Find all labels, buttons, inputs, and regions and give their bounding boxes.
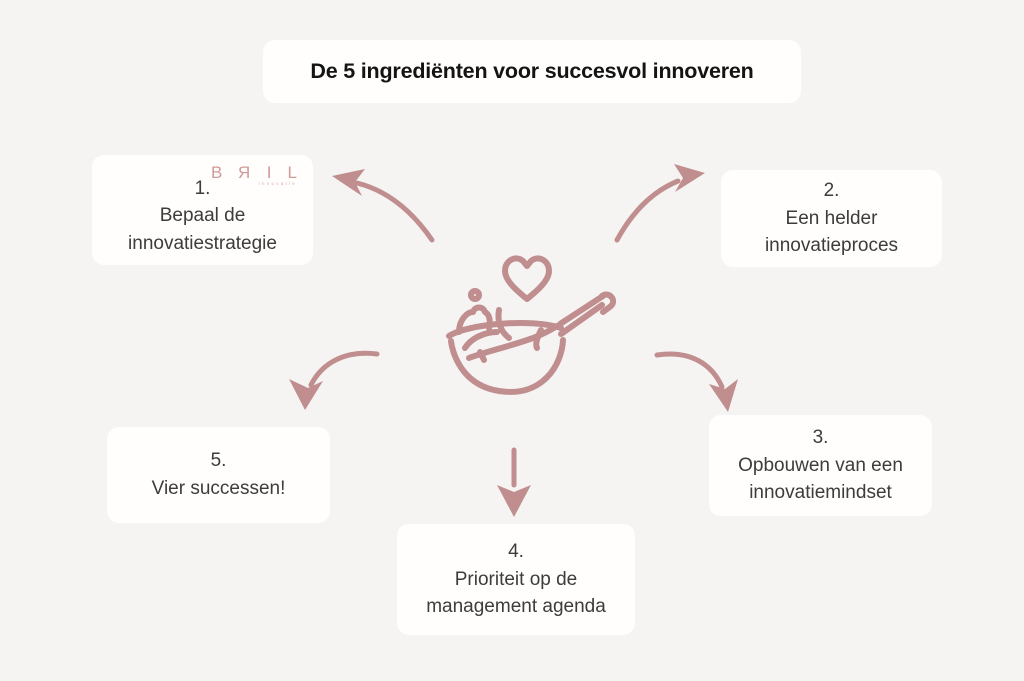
step-text-line-1: Bepaal de [159, 205, 246, 227]
wok-pan-illustration [446, 255, 617, 395]
vegetable-leaf [456, 304, 493, 335]
step-text-line-1: Een helder [785, 207, 878, 229]
arrow-to-step-4 [497, 447, 531, 517]
step-card-2[interactable]: 2. Een helder innovatieproces [721, 170, 942, 267]
bubble-dot-icon [468, 288, 482, 302]
step-text-line-2: innovatiemindset [749, 482, 892, 504]
step-text-line-2: innovatiestrategie [128, 232, 277, 254]
step-text-line-1: Vier successen! [151, 478, 286, 499]
step-text-line-1: Opbouwen van een [738, 454, 903, 476]
step-text-line-2: management agenda [426, 596, 606, 618]
step-text-line-1: Prioriteit op de [454, 568, 578, 590]
step-card-5[interactable]: 5. Vier successen! [107, 427, 330, 523]
step-number: 2. [823, 180, 840, 202]
heart-icon [502, 255, 552, 302]
page-title: De 5 ingrediënten voor succesvol innover… [310, 59, 754, 83]
step-number: 4. [508, 541, 524, 563]
title-card: De 5 ingrediënten voor succesvol innover… [263, 40, 801, 103]
pan-handle [558, 302, 605, 337]
step-card-1[interactable]: 1. Bepaal de innovatiestrategie [92, 155, 313, 265]
step-number: 1. [194, 177, 211, 199]
step-card-3[interactable]: 3. Opbouwen van een innovatiemindset [709, 415, 932, 516]
step-number: 3. [812, 427, 829, 449]
step-card-4[interactable]: 4. Prioriteit op de management agenda [397, 524, 635, 635]
arrow-to-step-3 [654, 351, 738, 412]
arrow-to-step-2 [614, 164, 705, 243]
wok-bowl [448, 337, 566, 395]
arrow-to-step-1 [332, 169, 435, 243]
arrow-to-step-5 [289, 350, 380, 410]
step-text-line-2: innovatieproces [764, 235, 899, 257]
step-number: 5. [210, 450, 227, 472]
